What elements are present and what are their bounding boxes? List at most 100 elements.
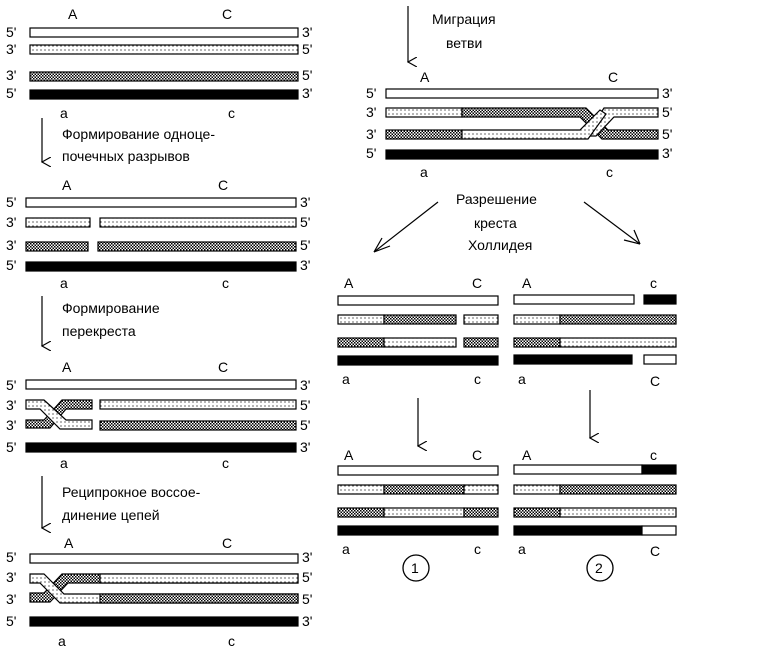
strand-dotted — [25, 217, 91, 228]
label-a: a — [518, 371, 526, 387]
strand-black — [29, 89, 299, 100]
strand-hatched — [513, 507, 561, 518]
strand-dotted — [463, 314, 499, 325]
end-5: 5' — [6, 439, 16, 455]
end-5: 5' — [662, 126, 672, 142]
end-3: 3' — [662, 85, 672, 101]
strand-hatched — [513, 337, 561, 348]
label-A: A — [62, 177, 72, 193]
label-a: a — [60, 455, 68, 471]
end-5: 5' — [6, 549, 16, 565]
strand-hatched — [25, 241, 89, 252]
strand-black — [643, 294, 677, 305]
label-a: a — [60, 105, 68, 121]
end-5: 5' — [302, 41, 312, 57]
panel-crossover: A C 5' 3' 3' 5' 3' 5' 5' 3' a c — [6, 359, 310, 471]
step-text: Разрешение — [456, 191, 537, 207]
end-5: 5' — [302, 569, 312, 585]
strand-top — [29, 553, 299, 564]
label-c: c — [222, 455, 229, 471]
strand-dotted — [29, 44, 299, 55]
strand-hatched — [385, 129, 463, 140]
end-5: 5' — [662, 104, 672, 120]
strand-dotted — [337, 484, 385, 495]
strand-top — [337, 465, 499, 476]
end-5: 5' — [366, 85, 376, 101]
strand-dotted — [385, 107, 463, 118]
strand-dotted — [25, 399, 93, 430]
end-3: 3' — [300, 257, 310, 273]
label-A: A — [68, 6, 78, 22]
strand-dotted — [559, 337, 677, 348]
end-5: 5' — [302, 67, 312, 83]
strand-top — [337, 295, 499, 306]
strand-top — [385, 88, 659, 99]
strand-hatched — [99, 420, 297, 431]
step-text: ветви — [446, 35, 482, 51]
end-3: 3' — [662, 145, 672, 161]
step-text: креста — [474, 215, 517, 231]
label-a: a — [342, 541, 350, 557]
strand-black — [513, 525, 643, 536]
strand-hatched — [337, 337, 385, 348]
strand-top — [513, 294, 635, 305]
strand-hatched — [337, 507, 385, 518]
strand-black — [25, 261, 297, 272]
label-c: c — [606, 164, 613, 180]
end-3: 3' — [300, 194, 310, 210]
panel-resolution-1: A C a c — [337, 275, 499, 387]
end-5: 5' — [300, 237, 310, 253]
strand-top — [513, 464, 643, 475]
label-A: A — [420, 69, 430, 85]
strand-dotted — [513, 314, 561, 325]
end-5: 5' — [6, 613, 16, 629]
label-c: c — [650, 275, 657, 291]
strand-hatched — [559, 314, 677, 325]
end-3: 3' — [6, 591, 16, 607]
label-a: a — [420, 164, 428, 180]
strand-black — [25, 442, 297, 453]
end-3: 3' — [302, 549, 312, 565]
strand-hatched — [383, 484, 465, 495]
end-3: 3' — [6, 397, 16, 413]
end-5: 5' — [302, 591, 312, 607]
strand-black — [29, 616, 299, 627]
diagonal-arrow — [373, 201, 439, 253]
strand-top — [25, 379, 297, 390]
step-text: почечных разрывов — [62, 148, 190, 164]
label-c: c — [228, 105, 235, 121]
label-c: c — [222, 275, 229, 291]
step-text: перекреста — [62, 323, 136, 339]
end-3: 3' — [6, 41, 16, 57]
strand-dotted — [99, 399, 297, 410]
panel-initial: A C 5' 3' 3' 5' 3' 5' 5' 3' a c — [6, 6, 312, 121]
label-a: a — [60, 275, 68, 291]
end-3: 3' — [6, 569, 16, 585]
label-A: A — [344, 447, 354, 463]
label-C: C — [650, 373, 660, 389]
strand-hatched — [99, 593, 299, 604]
label-A: A — [522, 447, 532, 463]
strand-dotted — [383, 337, 457, 348]
strand-hatched — [97, 241, 297, 252]
arrowhead — [373, 237, 391, 253]
end-3: 3' — [366, 126, 376, 142]
label-C: C — [222, 6, 232, 22]
end-3: 3' — [6, 237, 16, 253]
end-3: 3' — [300, 377, 310, 393]
end-3: 3' — [302, 613, 312, 629]
strand-black — [513, 354, 633, 365]
end-5: 5' — [300, 417, 310, 433]
end-5: 5' — [300, 397, 310, 413]
strand-hatched — [29, 71, 299, 82]
strand-dotted — [337, 314, 385, 325]
strand-top — [29, 27, 299, 38]
end-3: 3' — [366, 104, 376, 120]
label-C: C — [218, 177, 228, 193]
end-3: 3' — [6, 214, 16, 230]
label-C: C — [608, 69, 618, 85]
label-C: C — [472, 447, 482, 463]
label-C: C — [650, 543, 660, 559]
panel-rejoined: A C 5' 3' 3' 5' 3' 5' 5' 3' a c — [6, 535, 312, 649]
